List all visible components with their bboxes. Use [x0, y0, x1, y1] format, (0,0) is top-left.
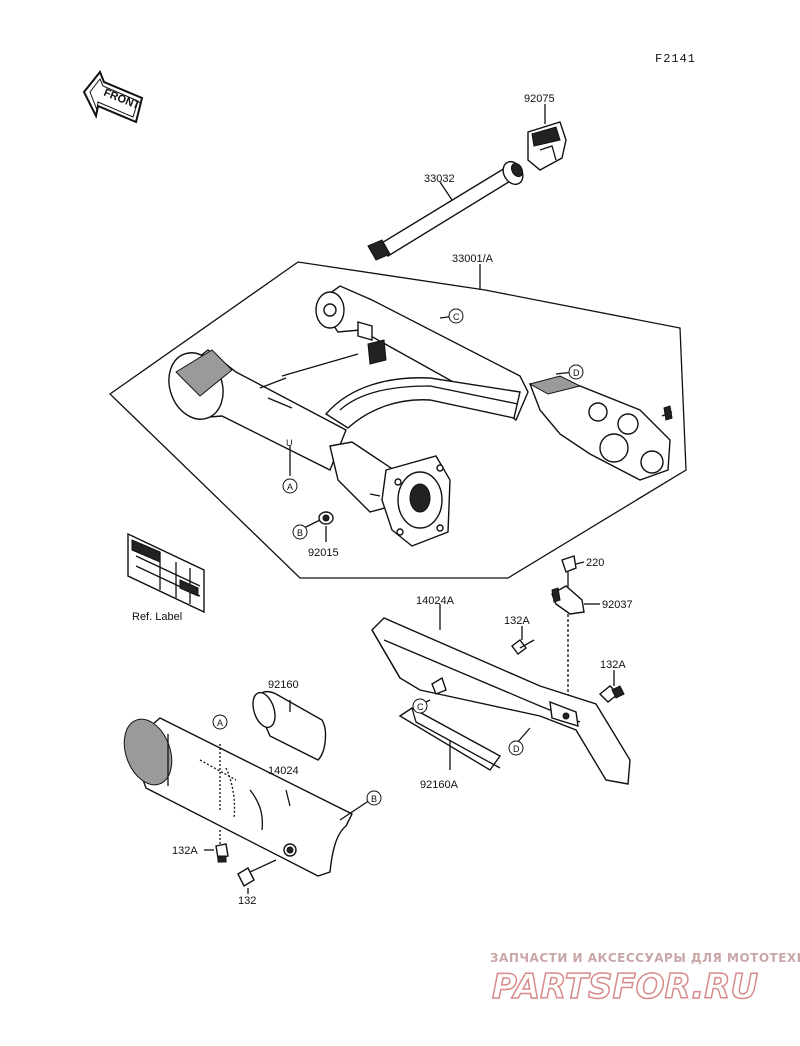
callout-d-lower: D [508, 740, 524, 756]
part-label-132A-right: 132A [600, 659, 626, 671]
callout-a-upper: A [282, 478, 298, 494]
callout-b-upper: B [292, 524, 308, 540]
bolt-132A-lower [204, 830, 229, 863]
svg-text:C: C [417, 702, 424, 712]
watermark-caption: ЗАПЧАСТИ И АКСЕССУАРЫ ДЛЯ МОТОТЕХНИКИ [490, 951, 800, 965]
watermark-logo: PARTSFOR.RU [492, 967, 758, 1007]
part-label-132: 132 [238, 895, 256, 907]
svg-text:D: D [513, 744, 520, 754]
callout-a-lower: A [212, 714, 228, 730]
callout-c-upper: C [448, 308, 464, 324]
chain-guard-14024A [371, 617, 631, 785]
swingarm-33001A [168, 285, 673, 547]
svg-text:B: B [371, 794, 377, 804]
svg-text:D: D [573, 368, 580, 378]
pad-92160A [398, 707, 502, 771]
leader-b-lower [339, 799, 371, 821]
part-label-220: 220 [586, 557, 604, 569]
callout-b-lower: B [366, 790, 382, 806]
part-label-14024A: 14024A [416, 595, 455, 607]
bolt-132 [237, 859, 277, 894]
callout-c-lower: C [412, 698, 428, 714]
cap-92015 [318, 511, 334, 542]
collar-92075 [527, 104, 567, 171]
svg-text:B: B [297, 528, 303, 538]
part-label-132A-upper: 132A [504, 615, 530, 627]
bolt-132A-upper [511, 626, 535, 655]
bolt-220 [561, 555, 585, 590]
part-label-14024: 14024 [268, 765, 299, 777]
part-label-92075: 92075 [524, 93, 555, 105]
svg-text:A: A [287, 482, 293, 492]
figure-code: F2141 [655, 52, 696, 66]
part-label-92015: 92015 [308, 547, 339, 559]
tube-guard-14024 [123, 717, 353, 877]
part-label-92160A: 92160A [420, 779, 459, 791]
front-arrow-icon: FRONT [82, 70, 144, 124]
callout-d-upper: D [568, 364, 584, 380]
svg-text:C: C [453, 312, 460, 322]
u-mark: U [286, 438, 293, 448]
svg-text:A: A [217, 718, 223, 728]
ref-label-text: Ref. Label [132, 611, 182, 623]
clamp-92037 [551, 585, 600, 700]
ref-label-plate [127, 532, 205, 614]
bolt-132A-right [598, 670, 625, 703]
part-label-132A-lower: 132A [172, 845, 198, 857]
sleeve-92160 [252, 691, 327, 761]
front-label: FRONT [102, 87, 142, 112]
part-label-92037: 92037 [602, 599, 633, 611]
pivot-shaft-33032 [367, 160, 524, 261]
swingarm-boundary [108, 261, 687, 579]
part-label-33001A: 33001/A [452, 253, 494, 265]
part-label-92160: 92160 [268, 679, 299, 691]
part-label-33032: 33032 [424, 173, 455, 185]
